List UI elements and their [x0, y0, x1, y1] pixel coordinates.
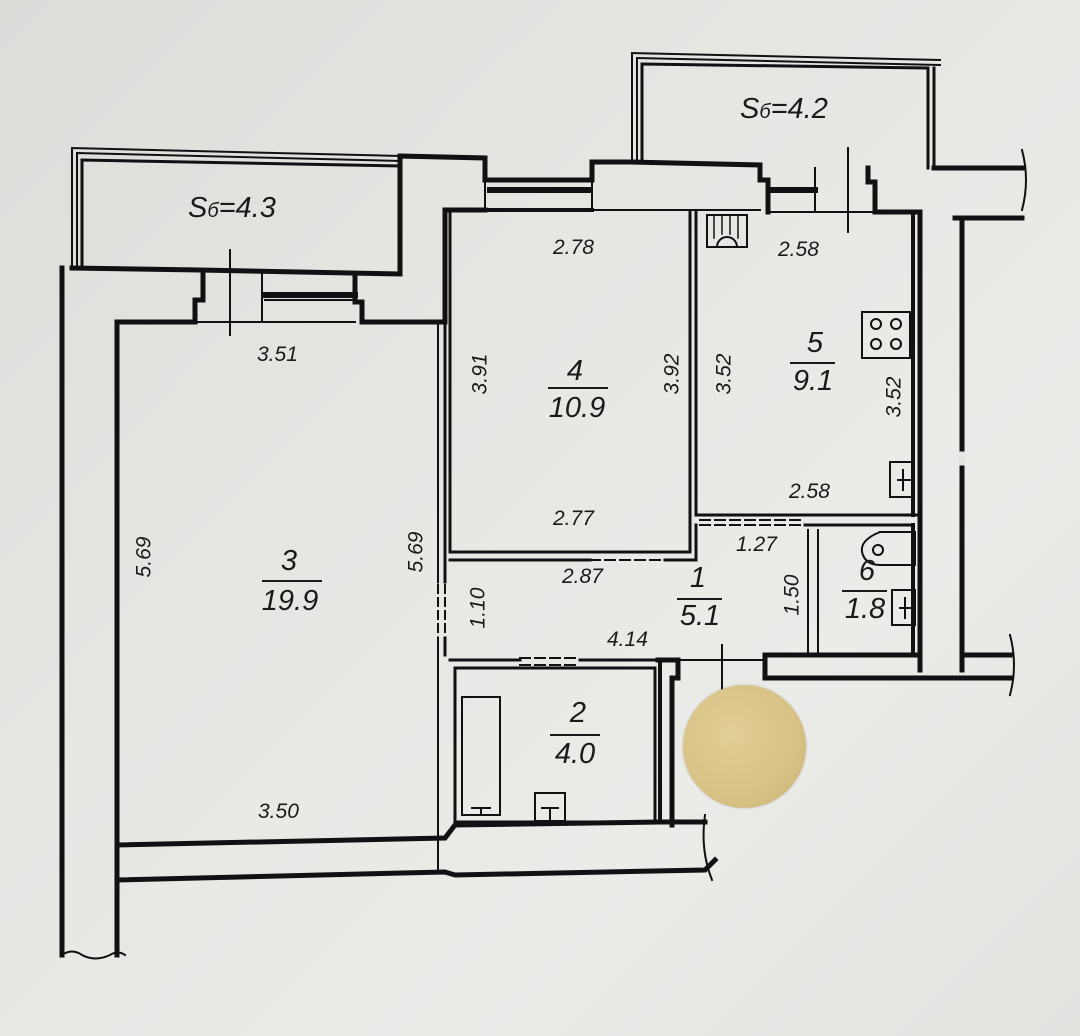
balcony-left-label: Sб=4.3 [188, 192, 276, 225]
dim-room4-bottom: 2.77 [553, 507, 594, 530]
room-4-fraction-line [548, 387, 608, 389]
balcony-left-area: =4.3 [218, 192, 276, 224]
dim-room4-right: 3.92 [660, 353, 684, 395]
room-4-area: 10.9 [548, 392, 606, 424]
dim-room3-left: 5.69 [132, 536, 156, 578]
dim-room3-bottom: 3.50 [258, 800, 299, 823]
room-5-area: 9.1 [792, 365, 834, 397]
sticker-disc [683, 685, 806, 808]
room-6-area: 1.8 [844, 593, 886, 625]
balcony-right-prefix: S [740, 93, 760, 125]
balcony-left-sub: б [207, 200, 219, 222]
room-3-number: 3 [280, 545, 298, 577]
room-3-fraction-line [262, 580, 322, 582]
dim-hall-left: 1.10 [466, 587, 490, 629]
room-2-number: 2 [569, 697, 587, 729]
balcony-right-area: =4.2 [770, 93, 828, 125]
balcony-left-prefix: S [188, 192, 208, 224]
dim-room5-bottom: 2.58 [789, 480, 830, 503]
dim-room3-right: 5.69 [404, 531, 428, 573]
balcony-right-outline [631, 51, 942, 170]
room-2-fraction-line [550, 734, 600, 736]
room-1-fraction-line [677, 598, 722, 600]
room-1-area: 5.1 [679, 600, 721, 632]
balcony-left-outline [69, 146, 403, 277]
room-5-number: 5 [806, 327, 824, 359]
dim-room4-top: 2.78 [553, 236, 594, 259]
dim-room4-left: 3.91 [468, 353, 492, 395]
dim-room5-left: 3.52 [712, 353, 736, 395]
balcony-right-sub: б [759, 101, 771, 123]
room-6-fraction-line [842, 590, 887, 592]
balcony-right-label: Sб=4.2 [740, 93, 828, 126]
room-1-number: 1 [689, 562, 707, 594]
dim-room3-top: 3.51 [257, 343, 298, 366]
room-6-number: 6 [858, 555, 876, 587]
room-2-area: 4.0 [554, 738, 596, 770]
dim-hall-right-top: 1.27 [736, 533, 777, 556]
dim-hall-bottom: 4.14 [607, 628, 648, 651]
room-3-area: 19.9 [261, 585, 319, 617]
dim-room5-top: 2.58 [778, 238, 819, 261]
dim-hall-top: 2.87 [562, 565, 603, 588]
dim-room5-right: 3.52 [882, 376, 906, 418]
room-5-fraction-line [790, 362, 835, 364]
dim-hall-right: 1.50 [780, 574, 804, 616]
room-4-number: 4 [566, 355, 584, 387]
